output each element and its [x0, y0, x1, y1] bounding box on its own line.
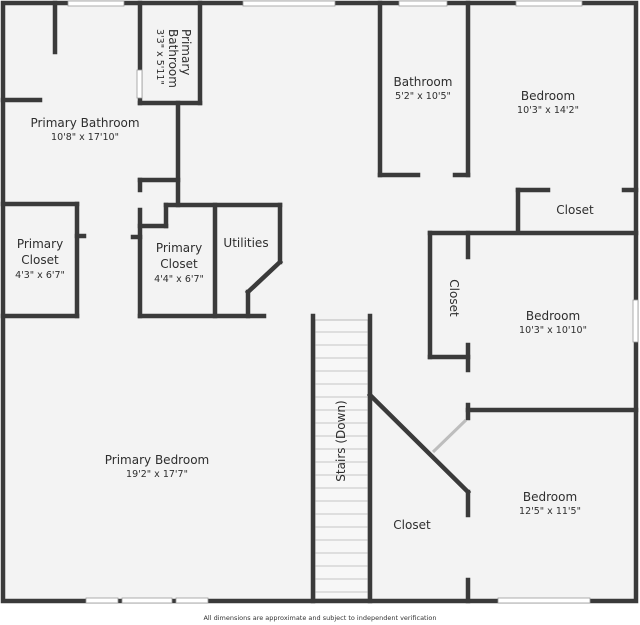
room-dims-bathroom: 5'2" x 10'5" [395, 91, 451, 102]
svg-text:Bathroom: Bathroom [166, 29, 180, 88]
disclaimer-text: All dimensions are approximate and subje… [203, 614, 437, 622]
room-dims-primary-closet-center: 4'4" x 6'7" [154, 274, 204, 285]
room-dims-bedroom-top-right: 10'3" x 14'2" [517, 105, 579, 116]
room-label-primary-bathroom: Primary Bathroom [30, 116, 139, 130]
room-dims-primary-closet-left: 4'3" x 6'7" [15, 270, 65, 281]
room-label-closet-bottom: Closet [393, 518, 431, 532]
windows [67, 0, 639, 604]
room-label-stairs: Stairs (Down) [334, 400, 348, 481]
room-label-primary-bathroom-small: Primary Bathroom 3'3" x 5'11" [154, 29, 193, 88]
room-label-bathroom: Bathroom [394, 75, 453, 89]
room-label-utilities: Utilities [223, 236, 268, 250]
svg-text:Primary: Primary [179, 29, 193, 75]
room-dims-primary-bathroom: 10'8" x 17'10" [51, 132, 119, 143]
room-label-bedroom-top-right: Bedroom [521, 89, 575, 103]
stairs-treads [314, 319, 369, 600]
room-label-primary-closet-center-1: Primary [156, 241, 202, 255]
room-label-primary-closet-left-1: Primary [17, 237, 63, 251]
svg-text:3'3" x 5'11": 3'3" x 5'11" [154, 29, 165, 85]
room-dims-bedroom-mid-right: 10'3" x 10'10" [519, 325, 587, 336]
room-label-bedroom-bottom-right: Bedroom [523, 490, 577, 504]
room-label-primary-closet-left-2: Closet [21, 253, 59, 267]
door-panel [431, 418, 468, 454]
room-label-closet-right-top: Closet [556, 203, 594, 217]
room-label-primary-closet-center-2: Closet [160, 257, 198, 271]
room-label-closet-right-mid: Closet [447, 279, 461, 317]
room-dims-bedroom-bottom-right: 12'5" x 11'5" [519, 506, 581, 517]
room-label-primary-bedroom: Primary Bedroom [105, 453, 209, 467]
room-dims-primary-bedroom: 19'2" x 17'7" [126, 469, 188, 480]
room-label-bedroom-mid-right: Bedroom [526, 309, 580, 323]
